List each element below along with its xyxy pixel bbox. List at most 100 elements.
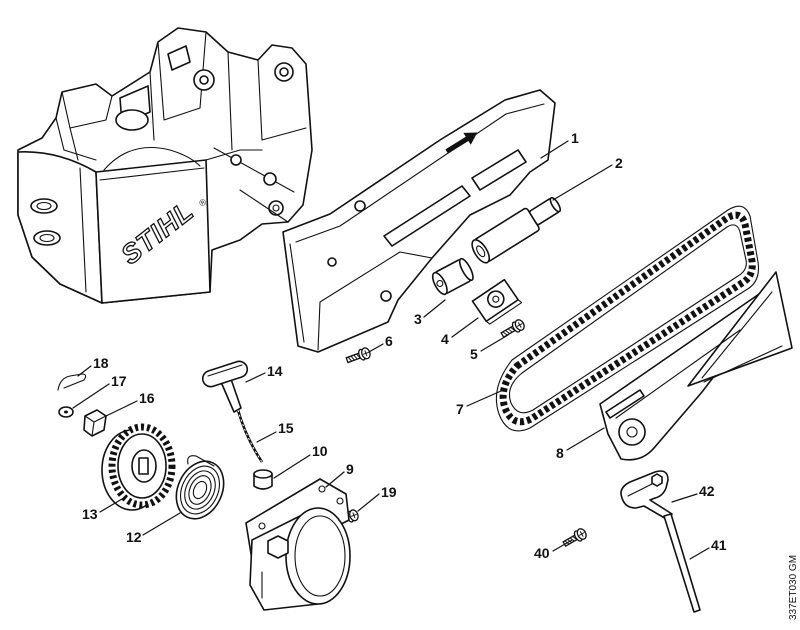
part-4-bracket — [471, 278, 523, 325]
housing-rib — [149, 71, 155, 141]
housing-rib — [55, 117, 97, 161]
callout-5: 5 — [470, 334, 509, 362]
t-handle-nut — [651, 473, 663, 487]
leader-line — [423, 299, 446, 318]
drawing-code: 337ET030 GM — [788, 555, 799, 620]
leader-line — [451, 317, 479, 338]
callout-42: 42 — [671, 483, 715, 503]
part-16-pawl — [83, 409, 107, 437]
housing-hole-upper-inner — [36, 201, 52, 211]
grip-handle — [201, 360, 249, 388]
part-13-rope-rotor — [101, 423, 176, 511]
part-7-saw-chain — [495, 205, 760, 432]
pawl-body — [83, 409, 107, 437]
spring-coil — [184, 470, 216, 510]
callout-number: 16 — [139, 390, 155, 406]
leader-line — [273, 454, 311, 479]
worm-face — [431, 271, 448, 296]
housing-block — [167, 45, 191, 71]
bracket-hole — [492, 295, 500, 303]
oil-pump-piston-end — [549, 196, 562, 213]
callout-17: 17 — [72, 373, 127, 409]
callout-10: 10 — [273, 443, 328, 479]
spring-coil — [180, 465, 220, 515]
leader-line — [325, 471, 345, 488]
oil-pump-bore — [476, 245, 486, 258]
housing-rib — [257, 59, 307, 141]
guide-bar-groove — [615, 329, 741, 419]
side-plate-hole — [354, 200, 366, 212]
callout-number: 9 — [346, 461, 354, 477]
leader-line — [566, 427, 605, 451]
part-8-guide-bar — [599, 271, 793, 461]
crankshaft — [213, 147, 295, 193]
housing-mount-hole — [272, 204, 280, 212]
side-plate-edge — [289, 243, 305, 343]
callout-13: 13 — [82, 498, 123, 522]
callout-number: 15 — [278, 420, 294, 436]
housing-hole-lower — [33, 230, 61, 246]
spring-coil — [188, 475, 212, 505]
wrench-shaft — [663, 513, 701, 613]
washer-hole — [64, 410, 68, 414]
guide-bar-slot — [605, 389, 645, 419]
housing-front-rim — [99, 167, 205, 181]
callout-40: 40 — [534, 539, 573, 561]
leader-line — [689, 547, 710, 560]
callout-1: 1 — [540, 130, 579, 159]
side-plate-pocket — [471, 149, 527, 191]
guide-bar-sprocket-nose — [618, 418, 646, 446]
housing-hole-upper — [30, 198, 58, 214]
callout-3: 3 — [414, 299, 446, 327]
callout-number: 41 — [711, 537, 727, 553]
leader-line — [256, 431, 277, 443]
callout-number: 6 — [385, 333, 393, 349]
callout-number: 2 — [615, 155, 623, 171]
callout-number: 18 — [93, 355, 109, 371]
callout-16: 16 — [105, 390, 155, 417]
leader-line — [105, 400, 138, 417]
housing-cap-edge — [79, 167, 87, 293]
part-9-starter-housing — [245, 478, 351, 611]
part-1-side-plate — [282, 89, 556, 353]
part-18-spring-clip — [57, 373, 87, 391]
spring-coil — [192, 480, 208, 500]
leader-line — [552, 539, 573, 552]
leader-line — [552, 164, 613, 201]
oil-pump-end — [471, 239, 491, 264]
guide-bar-wedge — [687, 271, 793, 387]
engine-housing: STIHL ® — [17, 27, 313, 304]
worm-hole — [436, 279, 444, 288]
callout-15: 15 — [256, 420, 294, 443]
starter-flange-hole — [336, 497, 344, 505]
bracket-boss — [487, 290, 505, 308]
cap-top — [253, 469, 273, 479]
housing-boss-hole — [199, 75, 209, 85]
side-plate-rim — [295, 103, 545, 243]
part-14-starter-grip — [201, 360, 249, 413]
callout-number: 4 — [441, 331, 449, 347]
callout-14: 14 — [245, 363, 283, 383]
pawl-edge — [84, 415, 107, 437]
side-plate-rib — [317, 251, 433, 351]
leader-line — [77, 365, 92, 377]
rope-line — [236, 409, 264, 463]
callout-number: 8 — [556, 445, 564, 461]
spring-hook — [187, 455, 215, 467]
housing-front-face — [95, 159, 211, 304]
callout-number: 17 — [111, 373, 127, 389]
part-15-starter-rope — [236, 409, 264, 463]
part-10-cap — [253, 469, 273, 490]
rotor-bore — [138, 457, 149, 475]
part-42-t-handle — [620, 470, 673, 521]
callout-number: 5 — [470, 346, 478, 362]
part-41-wrench-shaft — [663, 513, 701, 613]
housing-cylinder-boss — [115, 109, 149, 131]
registered-mark: ® — [197, 196, 209, 208]
housing-mount — [268, 200, 284, 216]
callout-7: 7 — [456, 390, 502, 417]
callout-number: 19 — [381, 484, 397, 500]
callout-number: 40 — [534, 545, 550, 561]
callout-6: 6 — [368, 333, 393, 353]
